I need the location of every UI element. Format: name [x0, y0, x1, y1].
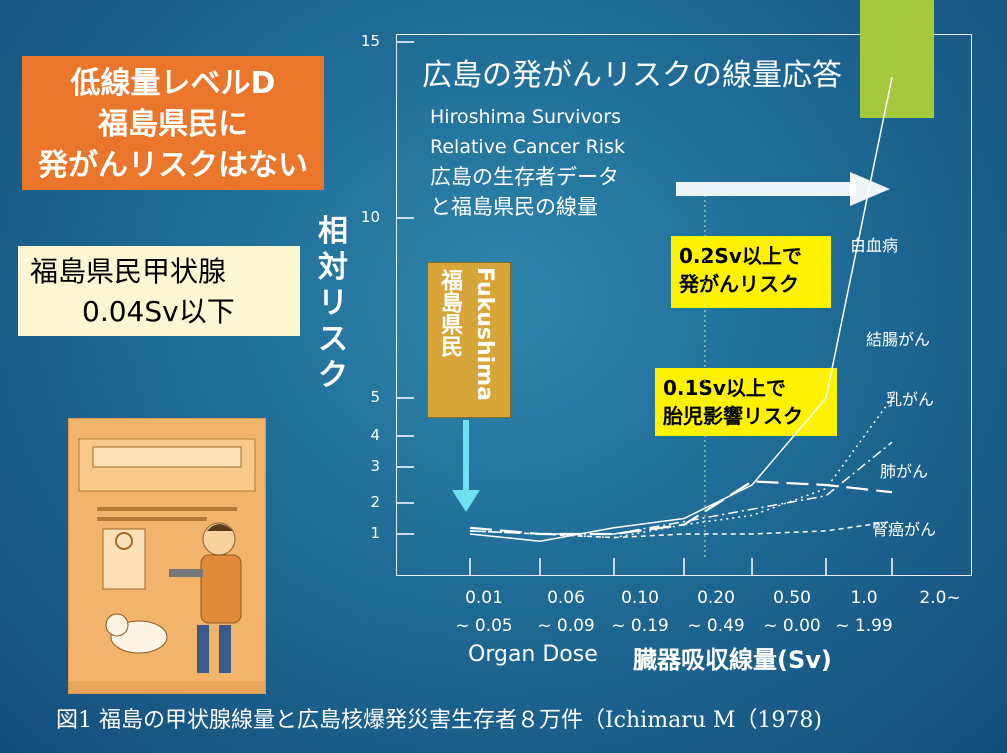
x-category-bottom: ~ 0.05: [455, 616, 513, 636]
fukushima-marker-box: Fukushima 福島県民: [427, 262, 511, 418]
thyroid-line-1: 福島県民甲状腺: [30, 255, 227, 288]
fukushima-label-ja: 福島県民: [437, 269, 462, 357]
desc-line-en-1: Hiroshima Survivors: [430, 106, 622, 128]
book-cover-image: [68, 418, 266, 694]
desc-line-ja-1: 広島の生存者データ: [430, 165, 619, 189]
x-category-label: 0.20 ~ 0.49: [676, 584, 756, 640]
y-tick-label: 1: [370, 524, 380, 542]
x-category-label: 2.0~: [900, 584, 980, 612]
fukushima-label-en: Fukushima: [472, 267, 497, 401]
x-category-top: 2.0~: [919, 588, 961, 608]
x-axis-title-en: Organ Dose: [468, 642, 598, 667]
y-tick-label: 2: [370, 493, 380, 511]
x-category-top: 0.01: [465, 588, 503, 608]
x-category-top: 0.50: [773, 588, 811, 608]
x-category-bottom: ~ 0.00: [763, 616, 821, 636]
x-category-label: 0.01 ~ 0.05: [444, 584, 524, 640]
y-tick-label: 10: [360, 208, 380, 226]
plot-area: [396, 34, 972, 576]
x-category-label: 0.06 ~ 0.09: [526, 584, 606, 640]
book-illustration: [69, 419, 265, 693]
headline-line: 福島県民に: [98, 107, 248, 142]
green-accent-block: [860, 0, 934, 118]
series-label: 腎癌がん: [872, 520, 937, 539]
series-line-2: [469, 397, 893, 539]
x-category-top: 0.06: [547, 588, 585, 608]
desc-line-ja-2: と福島県民の線量: [430, 195, 598, 219]
thyroid-dose-box: 福島県民甲状腺 0.04Sv以下: [18, 246, 300, 336]
desc-line-en-2: Relative Cancer Risk: [430, 136, 625, 158]
series-label: 結腸がん: [866, 330, 931, 349]
x-category-bottom: ~ 1.99: [835, 616, 893, 636]
callout-line: 0.2Sv以上で: [679, 244, 802, 268]
x-category-bottom: ~ 0.09: [537, 616, 595, 636]
x-category-bottom: ~ 0.49: [687, 616, 745, 636]
x-category-top: 0.20: [697, 588, 735, 608]
series-line-1: [469, 77, 893, 542]
x-category-label: 1.0 ~ 1.99: [824, 584, 904, 640]
callout-line: 胎児影響リスク: [663, 404, 803, 428]
y-axis-title: 相対リスク: [318, 214, 348, 393]
callout-line: 0.1Sv以上で: [663, 376, 786, 400]
x-axis-title: 臓器吸収線量(Sv): [633, 646, 832, 674]
arrow-head: [850, 172, 890, 206]
series-line-3: [469, 441, 893, 535]
y-tick-label: 4: [370, 426, 380, 444]
fukushima-arrow-shaft: [463, 420, 469, 500]
x-category-bottom: ~ 0.19: [611, 616, 669, 636]
y-tick-label: 15: [360, 32, 380, 50]
series-line-4: [469, 480, 893, 536]
series-label: 乳がん: [886, 390, 935, 409]
fetal-risk-callout: 0.1Sv以上で 胎児影響リスク: [655, 368, 837, 436]
y-tick-label: 3: [370, 457, 380, 475]
headline-line: 発がんリスクはない: [38, 148, 308, 183]
series-label: 肺がん: [880, 462, 929, 481]
figure-caption: 図1 福島の甲状腺線量と広島核爆発災害生存者８万件（Ichimaru M（197…: [56, 708, 822, 733]
series-label: 白血病: [850, 236, 899, 255]
headline-line: 低線量レベルD: [70, 66, 276, 101]
fukushima-arrow-head: [452, 490, 480, 512]
cancer-risk-callout: 0.2Sv以上で 発がんリスク: [671, 236, 831, 308]
x-category-label: 0.10 ~ 0.19: [600, 584, 680, 640]
x-category-label: 0.50 ~ 0.00: [752, 584, 832, 640]
arrow-shaft: [676, 182, 856, 196]
thyroid-line-2: 0.04Sv以下: [82, 295, 235, 328]
chart-description: Hiroshima Survivors Relative Cancer Risk…: [430, 102, 625, 222]
callout-line: 発がんリスク: [679, 272, 799, 296]
headline-box: 低線量レベルD 福島県民に 発がんリスクはない: [22, 56, 324, 190]
y-tick-label: 5: [370, 388, 380, 406]
chart-title: 広島の発がんリスクの線量応答: [422, 58, 842, 93]
x-category-top: 0.10: [621, 588, 659, 608]
x-category-top: 1.0: [850, 588, 878, 608]
